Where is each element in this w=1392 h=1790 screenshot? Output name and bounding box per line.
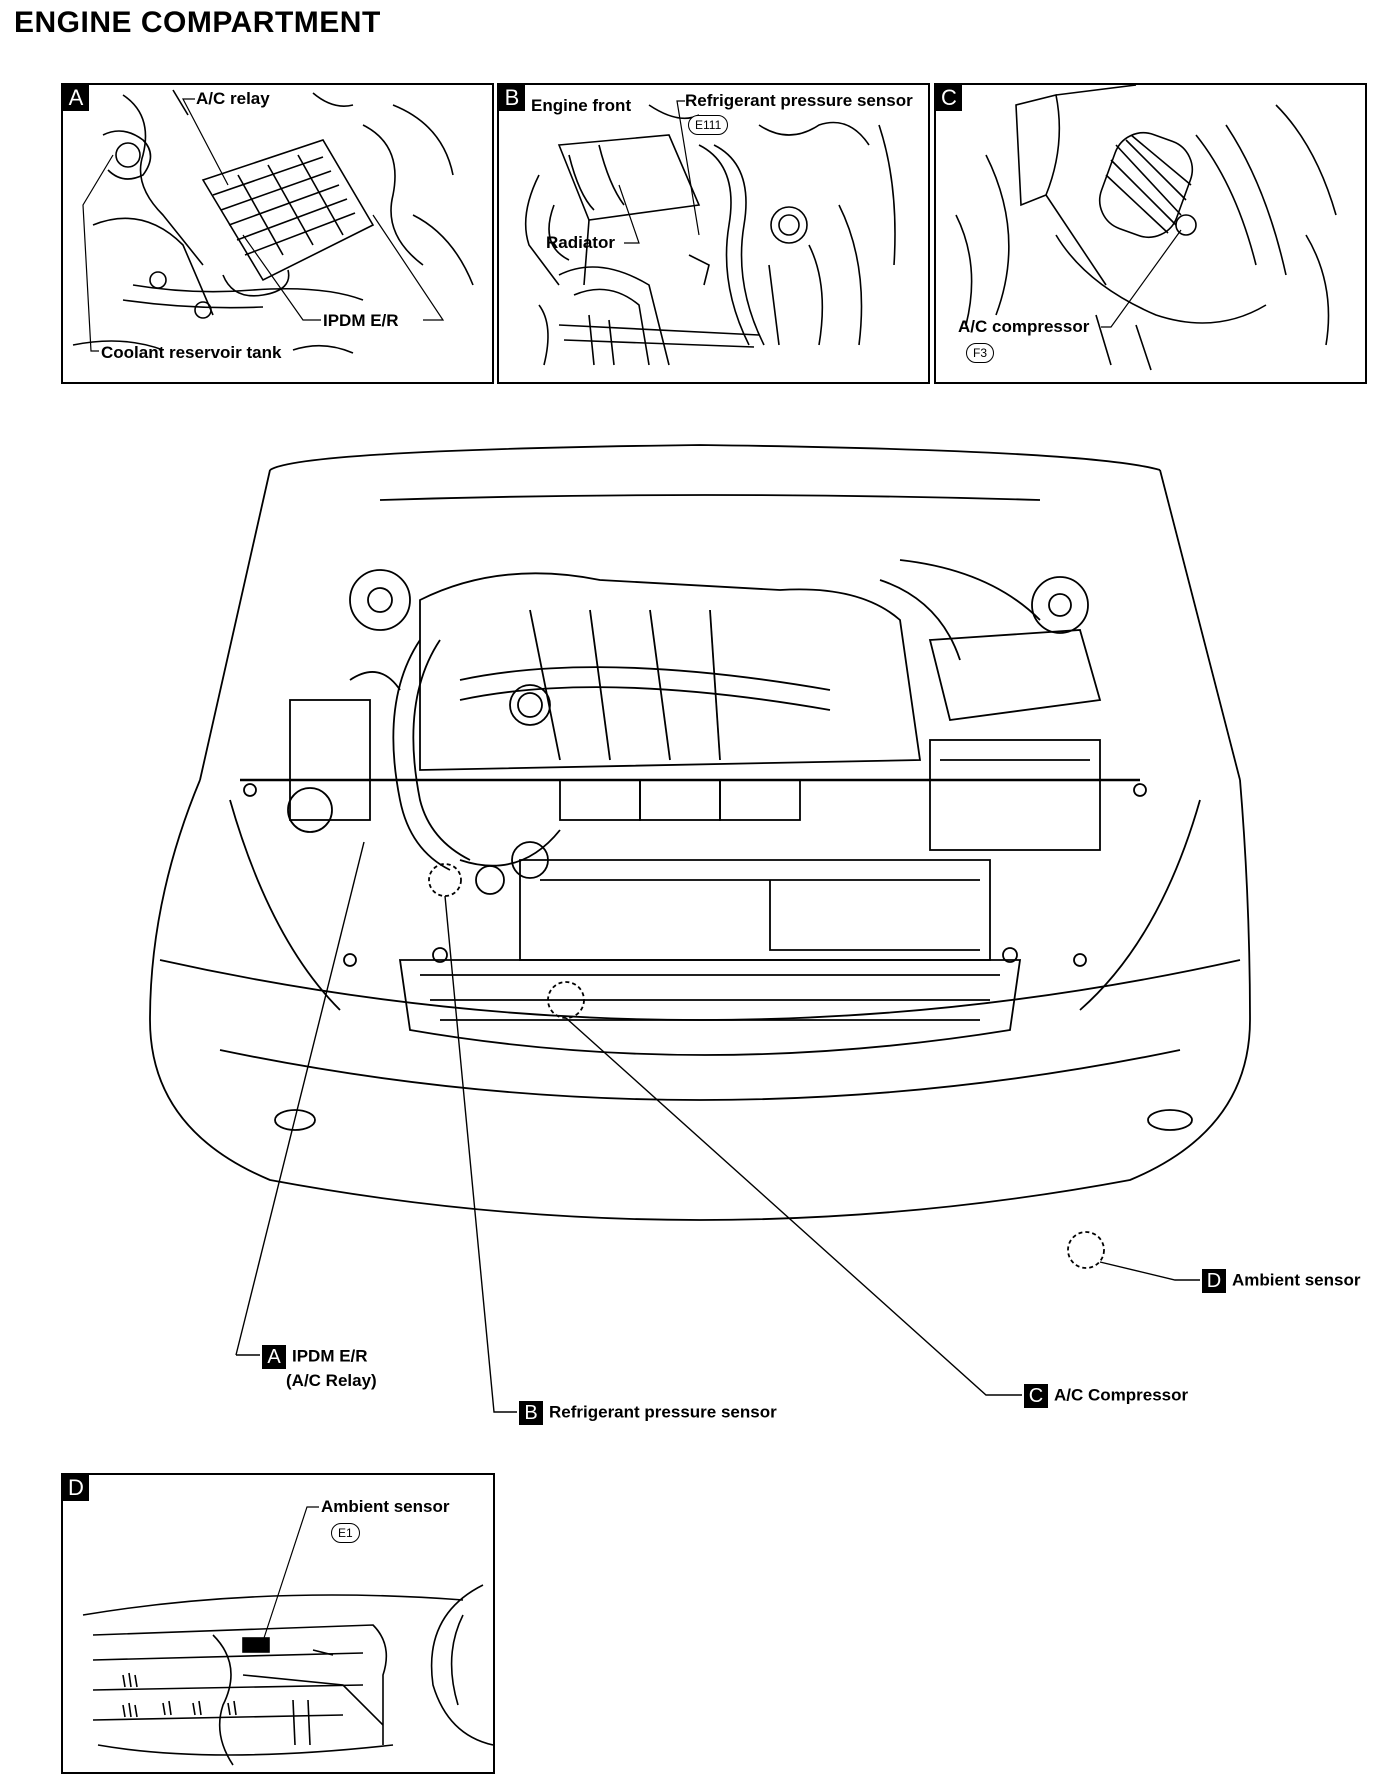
callout-compressor: C A/C Compressor xyxy=(1024,1384,1188,1408)
panel-a: A A/C relay IPDM E/R Coolant reservoir t… xyxy=(61,83,494,384)
refrigerant-sensor-location xyxy=(428,863,462,897)
callout-refrigerant-letter: B xyxy=(519,1401,543,1425)
panel-d: D Ambient sensor E1 xyxy=(61,1473,495,1774)
panel-d-leaders xyxy=(262,1506,319,1642)
callout-compressor-text: A/C Compressor xyxy=(1054,1385,1189,1405)
callout-compressor-letter: C xyxy=(1024,1384,1048,1408)
refrigerant-sensor-label: Refrigerant pressure sensor xyxy=(685,91,913,110)
radiator-label: Radiator xyxy=(546,233,615,252)
panel-b-illustration xyxy=(524,104,896,366)
connector-e1: E1 xyxy=(331,1523,360,1543)
connector-f3: F3 xyxy=(966,343,995,363)
panel-b-leaders xyxy=(618,100,700,244)
panel-c-leaders xyxy=(1101,229,1182,328)
callout-ambient-letter: D xyxy=(1202,1269,1226,1293)
callout-refrigerant-text: Refrigerant pressure sensor xyxy=(549,1402,777,1422)
callout-ipdm-sub: (A/C Relay) xyxy=(286,1371,377,1390)
panel-c-illustration xyxy=(955,85,1337,371)
page-title: ENGINE COMPARTMENT xyxy=(14,6,381,39)
panel-d-letter: D xyxy=(63,1475,89,1501)
callout-refrigerant: B Refrigerant pressure sensor xyxy=(519,1401,777,1425)
callout-ambient: D Ambient sensor xyxy=(1202,1269,1360,1293)
panel-a-leaders xyxy=(82,98,445,352)
panel-b-letter: B xyxy=(499,85,525,111)
panel-d-illustration xyxy=(82,1584,493,1766)
ipdm-label: IPDM E/R xyxy=(323,311,399,330)
callout-ambient-text: Ambient sensor xyxy=(1232,1270,1361,1290)
callout-ipdm-text: IPDM E/R xyxy=(292,1346,368,1366)
panel-b: B Engine front Refrigerant pressure sens… xyxy=(497,83,930,384)
callout-ipdm: A IPDM E/R xyxy=(262,1345,368,1369)
ambient-sensor-label: Ambient sensor xyxy=(321,1497,450,1516)
ac-relay-label: A/C relay xyxy=(196,89,270,108)
coolant-label: Coolant reservoir tank xyxy=(101,343,282,362)
connector-e111: E111 xyxy=(688,115,729,135)
panel-a-letter: A xyxy=(63,85,89,111)
ambient-sensor-location xyxy=(1067,1231,1105,1269)
callout-ipdm-letter: A xyxy=(262,1345,286,1369)
panel-c: C A/C compressor F3 xyxy=(934,83,1367,384)
panel-c-letter: C xyxy=(936,85,962,111)
panel-a-illustration xyxy=(72,89,474,354)
ac-compressor-label: A/C compressor xyxy=(958,317,1090,336)
engine-front-label: Engine front xyxy=(531,96,632,115)
